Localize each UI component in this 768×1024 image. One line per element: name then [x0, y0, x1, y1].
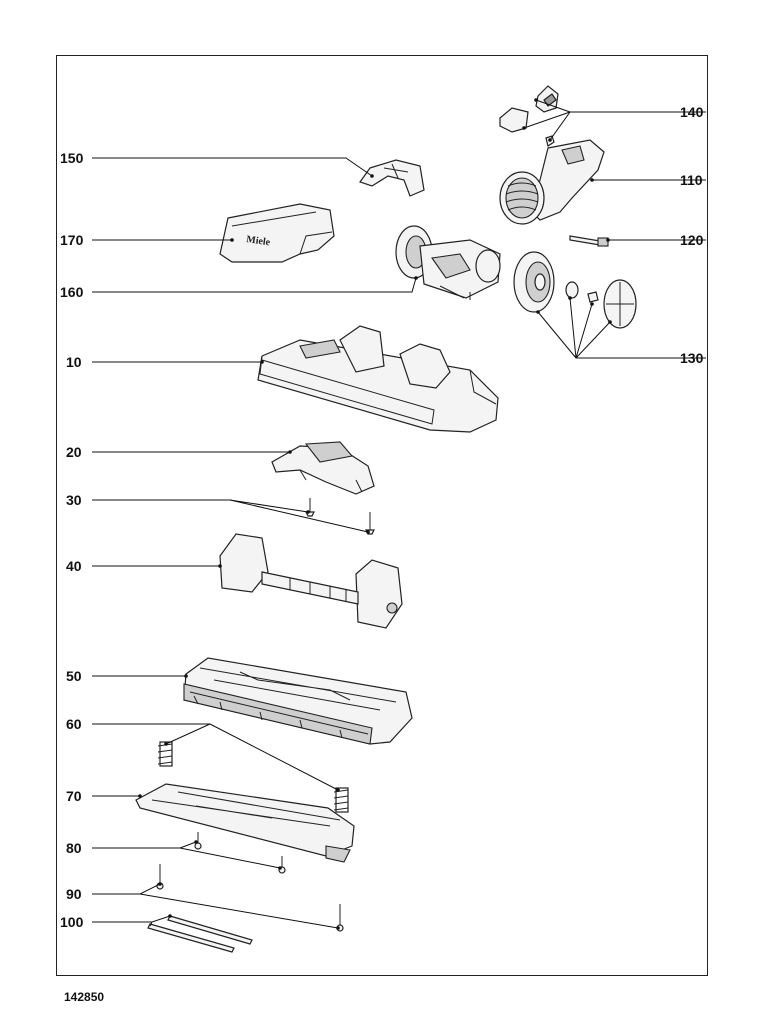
callout-120: 120	[680, 232, 704, 248]
callout-60: 60	[66, 716, 82, 732]
part-20-bracket	[271, 441, 375, 495]
part-140-caps	[499, 85, 559, 147]
callout-100: 100	[60, 914, 84, 930]
part-10-housing	[257, 325, 499, 433]
leader-lines	[92, 99, 706, 929]
callout-160: 160	[60, 284, 84, 300]
part-100-strips	[147, 915, 253, 953]
part-110-neck	[499, 139, 605, 225]
callout-110: 110	[680, 172, 703, 188]
callout-80: 80	[66, 840, 82, 856]
callout-50: 50	[66, 668, 82, 684]
logo-text: Miele	[246, 234, 272, 248]
callout-170: 170	[60, 232, 84, 248]
part-40-axle	[219, 533, 403, 629]
callout-70: 70	[66, 788, 82, 804]
part-30-screws	[305, 498, 375, 535]
callout-20: 20	[66, 444, 82, 460]
callout-30: 30	[66, 492, 82, 508]
leader-endpoints	[138, 98, 612, 930]
part-50-sole	[183, 657, 413, 745]
part-70-base	[135, 783, 355, 863]
part-150-bracket	[359, 159, 425, 197]
callout-10: 10	[66, 354, 82, 370]
part-170-cover: Miele	[219, 203, 335, 263]
part-160-chassis	[395, 225, 501, 300]
callout-130: 130	[680, 350, 704, 366]
callout-140: 140	[680, 104, 704, 120]
callout-40: 40	[66, 558, 82, 574]
part-120-pin	[569, 235, 609, 247]
callout-labels: 140 110 120 130 150 170 160 10 20 30 40 …	[60, 104, 704, 930]
callout-150: 150	[60, 150, 84, 166]
callout-90: 90	[66, 886, 82, 902]
diagram-frame	[56, 55, 708, 976]
document-number: 142850	[64, 990, 105, 1004]
part-130-wheels	[513, 251, 637, 329]
